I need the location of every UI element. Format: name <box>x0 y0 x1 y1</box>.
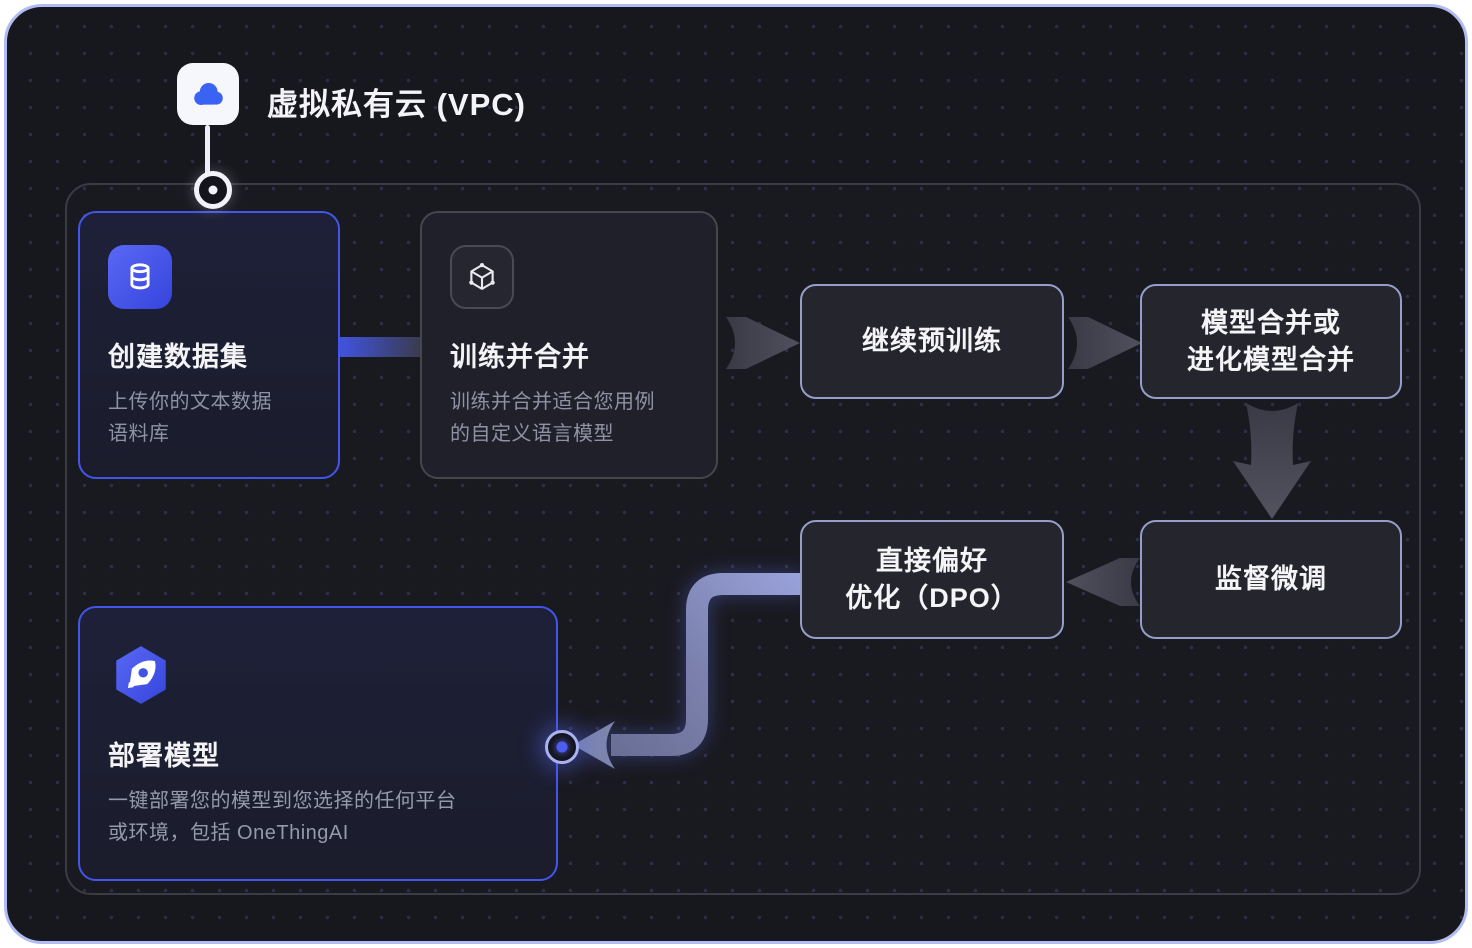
connector-dataset-train <box>340 337 424 357</box>
vpc-boundary <box>65 183 1421 895</box>
train-title: 训练并合并 <box>450 342 590 372</box>
deploy-anchor-node <box>545 730 579 764</box>
arrow-train-pretrain <box>726 317 800 369</box>
arrowhead-deploy <box>573 721 615 769</box>
arrow-merge-sft <box>1233 403 1311 519</box>
dataset-title: 创建数据集 <box>108 342 248 372</box>
card-train-merge: 训练并合并 训练并合并适合您用例 的自定义语言模型 <box>420 211 718 479</box>
database-icon <box>108 245 172 309</box>
arrow-sft-dpo <box>1066 558 1140 606</box>
diagram-canvas: 虚拟私有云 (VPC) 创建数据集 上传你的文本数据 语料库 <box>4 4 1468 944</box>
connector-dpo-deploy <box>573 573 804 769</box>
vpc-cloud-badge <box>177 63 239 125</box>
flow-continued-pretraining: 继续预训练 <box>800 284 1064 399</box>
dataset-subtitle: 上传你的文本数据 语料库 <box>108 391 272 445</box>
flow-dpo: 直接偏好 优化（DPO） <box>800 520 1064 639</box>
connector-layer <box>340 317 1311 769</box>
cube-icon <box>450 245 514 309</box>
flow-supervised-finetune: 监督微调 <box>1140 520 1402 639</box>
cloud-icon <box>194 83 223 105</box>
card-deploy-model: 部署模型 一键部署您的模型到您选择的任何平台 或环境，包括 OneThingAI <box>78 606 558 881</box>
deploy-subtitle: 一键部署您的模型到您选择的任何平台 或环境，包括 OneThingAI <box>108 790 457 844</box>
flow-model-merge: 模型合并或 进化模型合并 <box>1140 284 1402 399</box>
arrow-pretrain-merge <box>1068 317 1142 369</box>
vpc-title: 虚拟私有云 (VPC) <box>267 87 526 122</box>
deploy-title: 部署模型 <box>108 741 220 771</box>
rocket-icon <box>108 642 528 708</box>
cloud-connector-line <box>205 125 210 175</box>
card-create-dataset: 创建数据集 上传你的文本数据 语料库 <box>78 211 340 479</box>
vpc-anchor-node <box>194 171 232 209</box>
train-subtitle: 训练并合并适合您用例 的自定义语言模型 <box>450 391 655 445</box>
